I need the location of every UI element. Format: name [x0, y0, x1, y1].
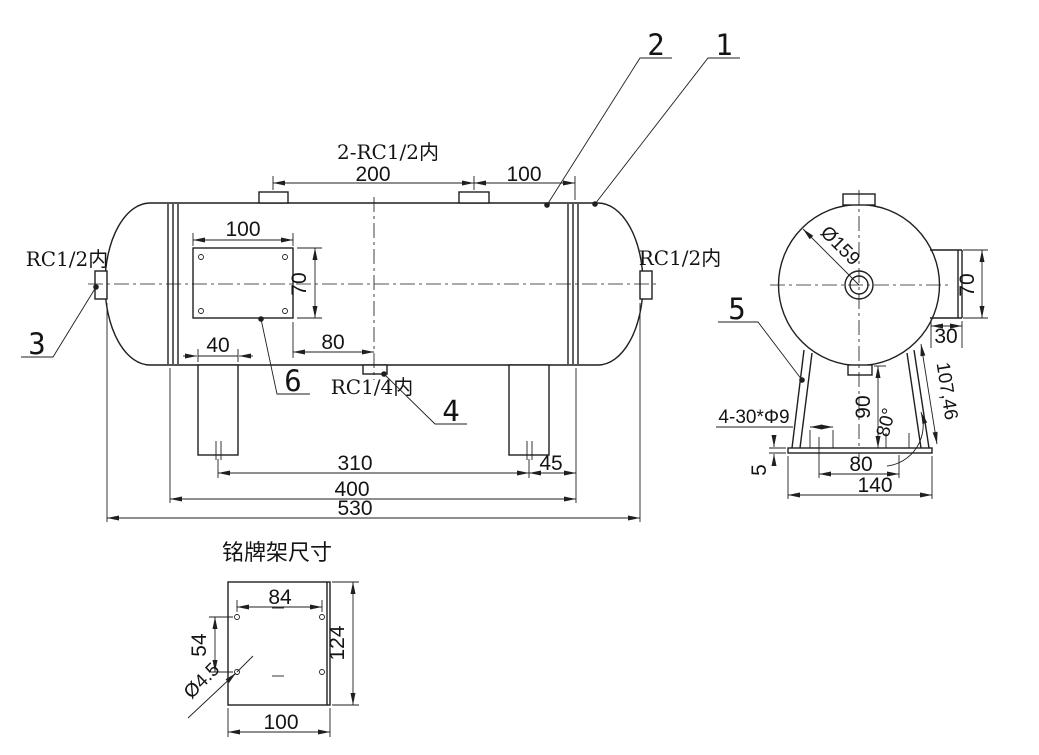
- dim-54-label: 54: [188, 633, 211, 657]
- dim-140-label: 140: [857, 474, 892, 497]
- center-port-outer: [844, 270, 874, 300]
- dim-530-label: 530: [337, 497, 372, 520]
- dim-nameplate-height: 124: [326, 581, 359, 706]
- top-nozzle-left: [258, 191, 289, 204]
- nameplate-holes: [234, 614, 325, 675]
- nameplate-bracket-side: [930, 249, 963, 319]
- port-label-left: RC1/2内: [26, 247, 109, 271]
- dim-leg-spacing: 310: [217, 452, 530, 478]
- leg-right: [508, 364, 550, 456]
- dim-overall-length: 530: [106, 303, 641, 522]
- dim-base-thickness: 5: [748, 435, 786, 476]
- dim-40-label: 40: [206, 334, 229, 357]
- callout-3-label: 3: [28, 327, 45, 361]
- dim-45-label: 45: [539, 452, 562, 475]
- dim-shell-length: 400: [169, 368, 576, 503]
- callout-6-label: 6: [284, 364, 301, 398]
- center-port-inner: [849, 275, 869, 295]
- dim-plate-to-center: 80: [292, 322, 374, 358]
- side-view: 200 100 2-RC1/2内 100 70 80 40: [21, 28, 740, 522]
- dim-124-label: 124: [326, 625, 349, 660]
- base-plate: [787, 447, 933, 454]
- callout-4: 4: [381, 371, 467, 428]
- callout-1: 1: [592, 28, 740, 207]
- dim-80deg-label: 80°: [873, 406, 901, 439]
- leg-center-marks: [215, 441, 533, 460]
- leg-left: [197, 364, 239, 456]
- dim-bracket-depth: 30: [930, 321, 963, 348]
- dim-leg-width: 40: [183, 334, 253, 362]
- dim-84-label: 84: [268, 586, 292, 609]
- callout-2: 2: [544, 28, 672, 208]
- dim-hole-spacing-h: 84: [236, 586, 323, 612]
- dim-hole-diameter-label: Ø4.5: [180, 659, 224, 703]
- top-nozzle-right: [458, 191, 490, 204]
- dim-310-label: 310: [337, 452, 372, 475]
- end-drain-nozzle: [847, 364, 873, 376]
- dim-70-bracket-label: 70: [956, 273, 979, 296]
- callout-2-label: 2: [647, 28, 664, 62]
- dim-plate-70-label: 70: [288, 272, 311, 295]
- callout-5-label: 5: [728, 292, 745, 326]
- dim-400-label: 400: [334, 478, 369, 501]
- dim-bolt-spacing: 80: [818, 437, 900, 478]
- nameplate-bracket-front: [192, 247, 294, 319]
- dim-leg-length: 107,46: [920, 343, 962, 445]
- dim-tank-to-base: 90: [852, 365, 886, 448]
- nameplate-outline: [227, 581, 331, 706]
- dim-plate-height: 70: [288, 247, 322, 319]
- callout-3: 3: [21, 284, 99, 361]
- callout-4-label: 4: [442, 394, 459, 428]
- callout-1-label: 1: [715, 28, 732, 62]
- callout-6: 6: [258, 316, 310, 398]
- label-bolt-holes-group: 4-30*Φ9: [716, 407, 793, 428]
- port-label-top: 2-RC1/2内: [337, 140, 439, 164]
- dim-plate-width: 100: [192, 218, 294, 246]
- nameplate-detail: 铭牌架尺寸 84 54 Ø4.5: [180, 541, 359, 737]
- nameplate-title: 铭牌架尺寸: [222, 541, 332, 566]
- dim-leg-to-seam: 45: [529, 368, 577, 503]
- dim-hole-spacing-v: 54: [188, 616, 233, 673]
- end-view: 4-30*Φ9 80 140 5 90 107,46: [716, 190, 988, 499]
- dim-bracket-height: 70: [956, 249, 988, 319]
- dim-80-label: 80: [321, 331, 344, 354]
- dim-107-label: 107,46: [932, 361, 962, 422]
- dim-nozzle-spacing: 200 100: [272, 163, 576, 200]
- callout-5: 5: [718, 292, 805, 383]
- dim-200-label: 200: [355, 163, 390, 186]
- bolt-slot-lines: [809, 424, 910, 448]
- dim-90-label: 90: [852, 395, 875, 418]
- bracket-holes: [198, 254, 288, 314]
- dim-100-nameplate-label: 100: [263, 711, 298, 734]
- end-nozzle-right: [639, 270, 653, 300]
- dim-plate-100-label: 100: [225, 218, 260, 241]
- dim-nameplate-width: 100: [227, 708, 331, 737]
- drain-nozzle: [362, 364, 388, 375]
- port-label-drain: RC1/4内: [331, 375, 414, 399]
- label-bolt-holes: 4-30*Φ9: [718, 407, 789, 428]
- dim-base-width: 140: [787, 456, 933, 499]
- port-label-right: RC1/2内: [639, 246, 722, 270]
- dim-30-bracket-label: 30: [934, 325, 957, 348]
- dim-100-top-label: 100: [506, 163, 541, 186]
- dim-5-label: 5: [748, 464, 771, 476]
- dim-80-base-label: 80: [849, 453, 872, 476]
